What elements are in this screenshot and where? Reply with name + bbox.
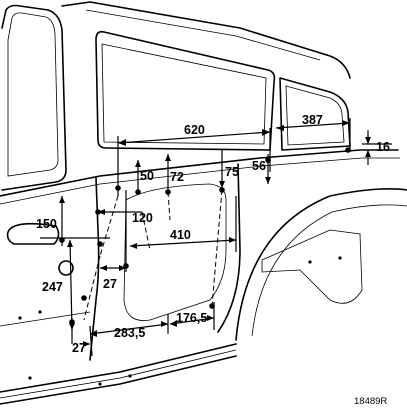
- dim-75: 75: [225, 165, 239, 179]
- dim-150: 150: [36, 217, 57, 231]
- roof-rail: [85, 9, 321, 61]
- dim-50: 50: [140, 169, 154, 183]
- dim-72: 72: [170, 170, 184, 184]
- body-fixings: [18, 256, 342, 386]
- quarter-window-inner: [285, 85, 345, 146]
- dim-27-upper: 27: [103, 277, 117, 291]
- vehicle-body-outline: [0, 1, 407, 405]
- dim-410: 410: [170, 228, 191, 242]
- figure-reference: 18489R: [354, 396, 387, 407]
- dim-120: 120: [132, 211, 153, 225]
- wheel-well-liner: [261, 229, 363, 304]
- dim-620: 620: [184, 123, 205, 137]
- dim-27-lower: 27: [72, 341, 86, 355]
- measurement-points: [59, 147, 351, 325]
- rocker-sill-line: [0, 349, 237, 399]
- belt-line-lower: [0, 157, 400, 205]
- dim-283-5: 283,5: [114, 326, 145, 340]
- front-door-handle: [6, 222, 60, 245]
- rear-wheel-arch: [235, 188, 407, 341]
- front-door-lower-edge: [0, 311, 91, 327]
- belt-line: [0, 149, 399, 197]
- b-pillar-gap: [89, 177, 100, 361]
- dim-387: 387: [302, 113, 323, 127]
- rear-wheel-arch-inner: [251, 204, 407, 337]
- rear-door-window-inner: [101, 43, 267, 145]
- dimension-labels: 620 387 16 50 72 75 56 150 120 410 247 2…: [36, 113, 390, 355]
- rear-door-window: [95, 30, 276, 151]
- dim-247: 247: [42, 280, 63, 294]
- dim-16: 16: [376, 140, 390, 154]
- front-window-glass: [7, 12, 59, 177]
- roof-line: [61, 1, 351, 79]
- dim-176-5: 176,5: [176, 311, 207, 325]
- quarter-window: [279, 77, 351, 151]
- front-window-frame: [1, 4, 67, 191]
- rocker-sill-lower: [0, 355, 237, 405]
- rear-door-rear-edge: [217, 163, 241, 333]
- rear-door-panel: [123, 183, 227, 321]
- dim-56: 56: [252, 159, 266, 173]
- dimension-lines: [40, 118, 392, 357]
- fuel-cap: [58, 260, 74, 276]
- rocker-sill: [0, 343, 237, 393]
